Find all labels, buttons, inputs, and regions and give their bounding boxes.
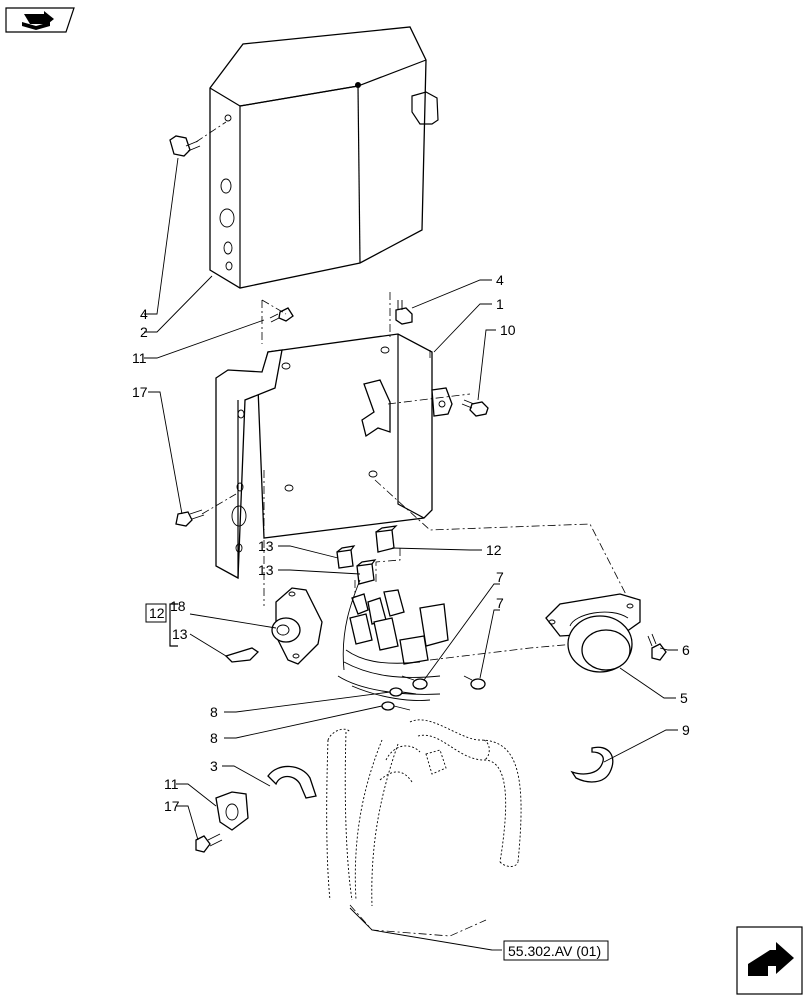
callout-3: 3 xyxy=(210,758,218,774)
bolt-10 xyxy=(461,399,489,417)
group-bracket xyxy=(169,603,178,647)
callout-8-upper-text: 8 xyxy=(210,704,218,720)
callout-12-text: 12 xyxy=(486,542,502,558)
cover-part xyxy=(209,26,439,289)
callout-7-right: 7 xyxy=(496,595,504,611)
callout-17-upper: 17 xyxy=(132,384,148,400)
clamp-3 xyxy=(267,765,317,799)
terminal-7-right xyxy=(463,675,486,690)
clip-9 xyxy=(570,746,614,783)
callout-1: 1 xyxy=(496,296,504,312)
callout-17-lower: 17 xyxy=(164,798,180,814)
main-bracket-part xyxy=(215,333,453,580)
bolt-6 xyxy=(647,633,667,661)
wiring-harness xyxy=(326,719,522,907)
callout-14: 11 xyxy=(132,350,147,366)
callout-16: 13 xyxy=(172,626,188,642)
clip-11 xyxy=(215,791,249,831)
callout-13-upper: 13 xyxy=(258,538,274,554)
callout-4-upper: 4 xyxy=(140,306,148,322)
bolt-4-upper xyxy=(169,135,201,157)
reference-box[interactable] xyxy=(503,940,609,961)
callout-5: 5 xyxy=(680,690,688,706)
callout-2: 2 xyxy=(140,324,148,340)
relay-13-lower xyxy=(356,559,377,585)
next-page-arrow-icon[interactable] xyxy=(736,926,803,995)
beacon-5 xyxy=(545,593,641,673)
callout-6: 6 xyxy=(682,642,690,658)
callout-4-middle: 4 xyxy=(496,272,504,288)
callout-8-lower-text: 8 xyxy=(210,730,218,746)
bolt-4-middle xyxy=(395,300,413,325)
callout-10: 10 xyxy=(500,322,516,338)
terminal-8-lower xyxy=(381,701,411,711)
callout-15: 12 xyxy=(149,605,165,621)
terminal-7-left xyxy=(401,675,428,690)
callout-9-label: 9 xyxy=(682,722,690,738)
connector-cluster xyxy=(337,579,449,701)
bolt-14 xyxy=(269,307,294,323)
terminal-8-upper xyxy=(389,687,417,697)
relay-13-upper xyxy=(336,545,356,569)
relay-12 xyxy=(375,525,398,553)
bolt-17-upper xyxy=(175,509,205,527)
reference-label[interactable]: 55.302.AV (01) xyxy=(508,943,601,959)
callout-18: 18 xyxy=(170,598,186,614)
group-15-box xyxy=(145,603,167,623)
leader-lines xyxy=(144,157,678,951)
switch-18 xyxy=(271,587,323,665)
book-arrow-icon[interactable] xyxy=(5,7,75,33)
callout-13-lower: 13 xyxy=(258,562,274,578)
bolt-17-lower xyxy=(195,833,223,853)
key-16 xyxy=(224,647,260,663)
callout-7-left: 7 xyxy=(496,569,504,585)
callout-11-label: 11 xyxy=(164,776,179,792)
